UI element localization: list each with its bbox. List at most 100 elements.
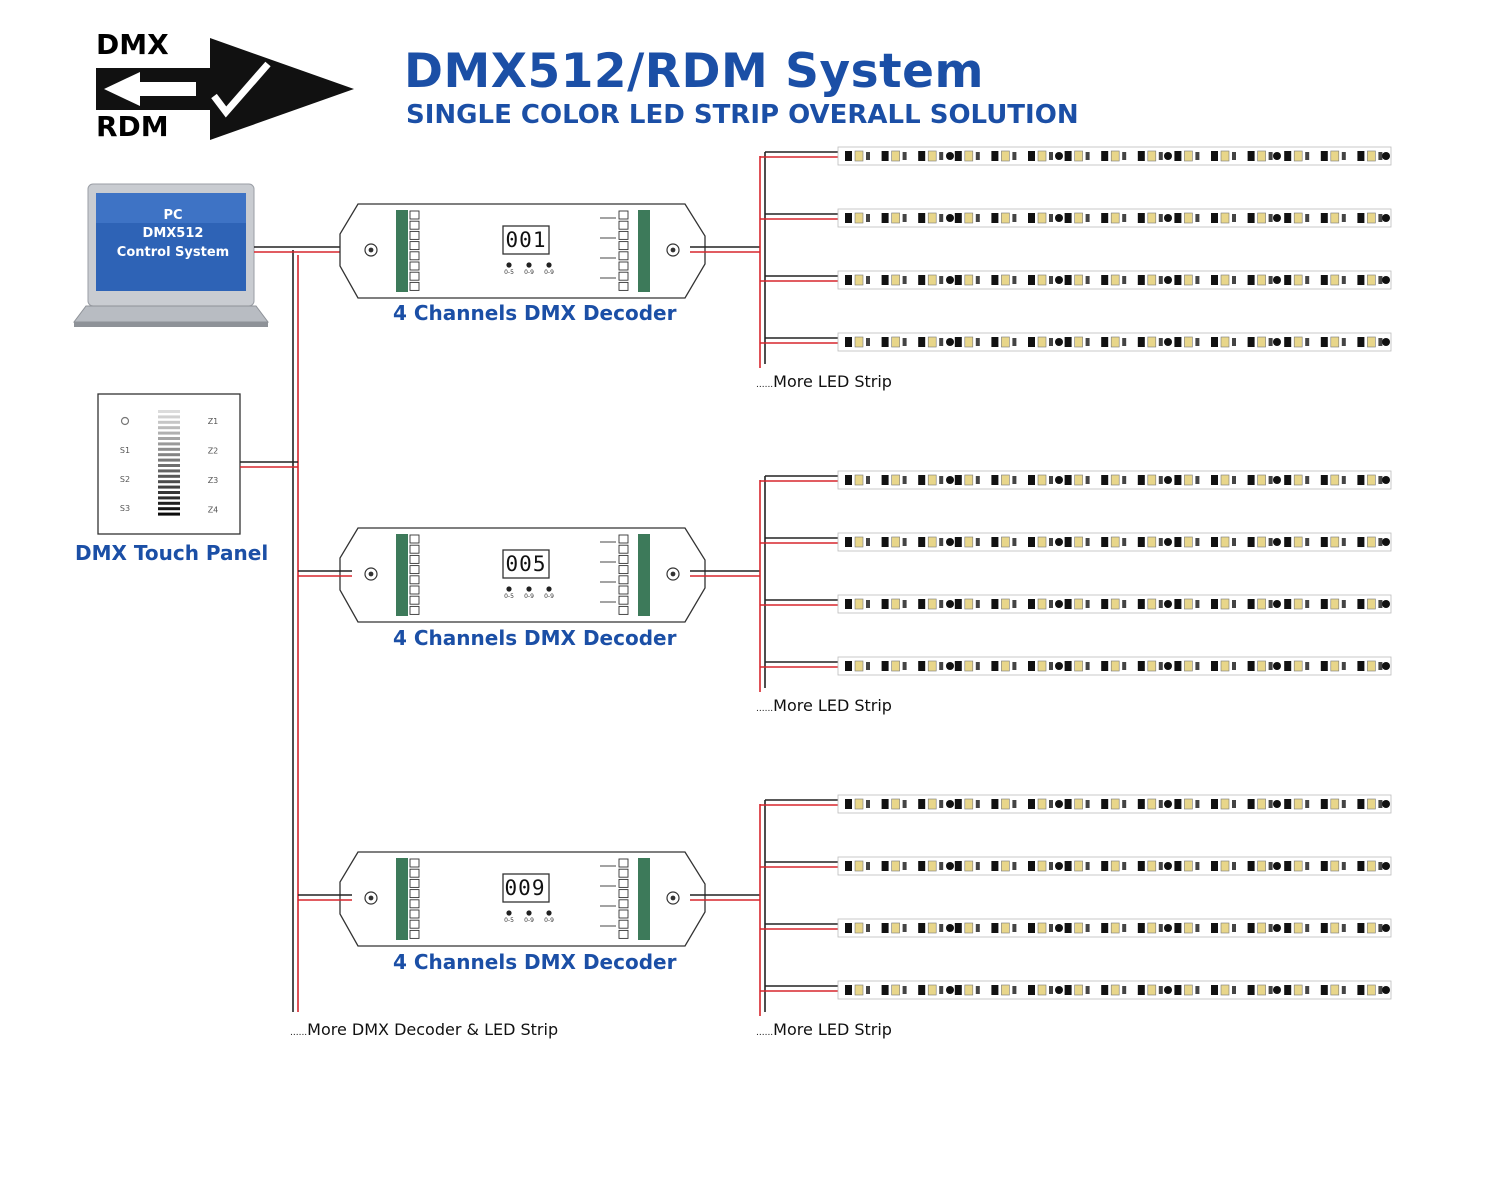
decoder-display-text: 005 [505, 552, 547, 576]
terminal-screw [618, 241, 629, 251]
decoder-label: 4 Channels DMX Decoder [393, 301, 677, 325]
led-chip [1174, 275, 1182, 285]
led-chip [1184, 984, 1193, 996]
led-chip [1357, 275, 1365, 285]
led-resistor [1122, 986, 1127, 994]
cut-point [1164, 152, 1172, 160]
led-chip [1367, 336, 1376, 348]
led-resistor [1341, 986, 1346, 994]
mount-hole-center [670, 571, 676, 577]
cut-point [1164, 214, 1172, 222]
mount-hole-center [670, 895, 676, 901]
led-resistor [1341, 214, 1346, 222]
terminal-screw [618, 251, 629, 261]
led-chip [1211, 475, 1218, 485]
led-strip [837, 270, 1392, 290]
led-chip [991, 337, 999, 347]
terminal-screw [409, 929, 420, 939]
led-chip [954, 275, 962, 285]
led-resistor [1049, 214, 1053, 222]
led-resistor [1012, 862, 1017, 870]
led-resistor [1122, 662, 1127, 670]
led-chip [927, 798, 937, 810]
led-chip [1330, 984, 1340, 996]
led-chip [891, 860, 900, 872]
led-chip [881, 799, 889, 809]
cut-point [946, 214, 954, 222]
terminal-screw [409, 210, 420, 220]
cut-point [1273, 538, 1281, 546]
led-chip [1028, 599, 1035, 609]
led-chip [1320, 151, 1328, 161]
led-chip [1357, 661, 1365, 671]
led-chip [854, 336, 864, 348]
led-resistor [939, 862, 944, 870]
led-chip [991, 661, 999, 671]
led-resistor [975, 214, 980, 222]
cut-point [1273, 662, 1281, 670]
led-chip [891, 150, 900, 162]
input-terminal [396, 858, 408, 940]
led-resistor [1158, 276, 1163, 284]
led-chip [1037, 336, 1047, 348]
led-chip [1147, 150, 1157, 162]
led-resistor [1049, 476, 1053, 484]
led-chip [854, 274, 864, 286]
led-resistor [1085, 338, 1090, 346]
led-chip [918, 799, 926, 809]
led-chip [1257, 474, 1266, 486]
decoder-button [506, 586, 512, 592]
terminal-screw [409, 241, 420, 251]
led-chip [1247, 475, 1255, 485]
led-strip [837, 594, 1392, 614]
terminal-screw [409, 230, 420, 240]
led-resistor [1378, 214, 1383, 222]
led-resistor [939, 986, 944, 994]
led-chip [1284, 923, 1292, 933]
led-resistor [1232, 924, 1236, 932]
terminal-screw [409, 919, 420, 929]
led-resistor [1049, 662, 1053, 670]
cut-point [1055, 600, 1063, 608]
led-chip [918, 599, 926, 609]
led-chip [1220, 274, 1230, 286]
led-chip [1028, 475, 1035, 485]
led-chip [1074, 474, 1083, 486]
logo-rdm-text: RDM [96, 110, 169, 143]
led-chip [1137, 151, 1145, 161]
led-chip [1028, 861, 1035, 871]
touch-zone-label: Z3 [208, 476, 219, 485]
led-chip [1320, 213, 1328, 223]
terminal-screw [409, 868, 420, 878]
slider-bar [158, 501, 180, 505]
led-chip [1074, 922, 1083, 934]
led-chip [1147, 798, 1157, 810]
led-chip [1174, 537, 1182, 547]
led-chip [918, 661, 926, 671]
led-resistor [1305, 152, 1310, 160]
led-chip [1137, 475, 1145, 485]
led-chip [1147, 536, 1157, 548]
led-chip [854, 798, 864, 810]
led-resistor [1341, 538, 1346, 546]
touch-key-label: S1 [120, 446, 130, 455]
pc-label-line2: DMX512 [142, 226, 204, 241]
led-chip [1357, 799, 1365, 809]
terminal-screw [409, 595, 420, 605]
led-strip [837, 918, 1392, 938]
led-chip [1174, 599, 1182, 609]
decoder-button [526, 910, 532, 916]
led-resistor [939, 214, 944, 222]
led-resistor [1158, 662, 1163, 670]
mount-hole-center [368, 571, 374, 577]
led-resistor [1122, 276, 1127, 284]
led-resistor [1305, 538, 1310, 546]
led-chip [918, 985, 926, 995]
led-resistor [1049, 862, 1053, 870]
led-chip [1110, 660, 1120, 672]
led-chip [1028, 661, 1035, 671]
led-resistor [1305, 276, 1310, 284]
cut-point [1273, 214, 1281, 222]
decoder-button-label: 0-9 [524, 593, 534, 600]
